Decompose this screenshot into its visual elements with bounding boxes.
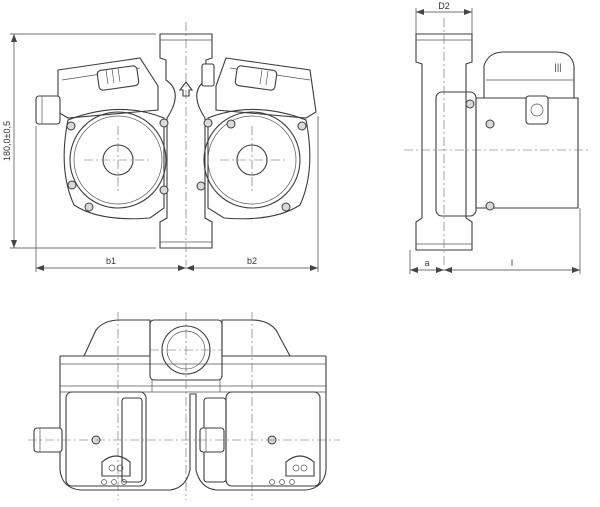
right-terminal-cap	[234, 65, 278, 91]
screw-icon	[226, 119, 236, 129]
screw-icon	[159, 185, 169, 195]
d2-dimension-label: D2	[438, 1, 450, 11]
a-dimension-label: a	[424, 258, 429, 268]
screw-icon	[465, 99, 475, 109]
right-stator-ring	[203, 111, 301, 209]
left-cable-gland	[35, 95, 61, 125]
flow-arrow-icon	[178, 81, 194, 97]
screw-icon	[159, 118, 169, 128]
svg-text:|||: |||	[554, 62, 561, 72]
front-view: 180,0±0,5 b1 b2	[2, 22, 319, 272]
top-view	[28, 312, 340, 500]
screw-icon	[485, 201, 495, 211]
screw-icon	[196, 181, 206, 191]
screw-icon	[66, 121, 76, 131]
screw-icon	[297, 121, 307, 131]
b1-dimension-label: b1	[106, 256, 116, 266]
side-cable-gland	[525, 95, 549, 125]
height-dimension-label: 180,0±0,5	[2, 121, 12, 161]
screw-icon	[67, 180, 77, 190]
b2-dimension-label: b2	[247, 256, 257, 266]
left-terminal-cap	[96, 65, 140, 91]
left-stator-ring	[69, 111, 167, 209]
screw-icon	[281, 202, 291, 212]
l-dimension-label: l	[511, 258, 513, 268]
side-view: ||| D2 a l	[404, 1, 590, 274]
screw-icon	[84, 202, 94, 212]
screw-icon	[203, 118, 213, 128]
screw-icon	[485, 119, 495, 129]
